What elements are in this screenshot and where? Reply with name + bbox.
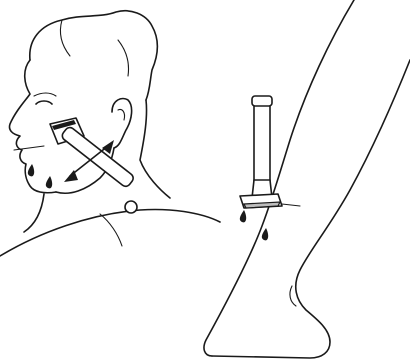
razor-icon: [240, 96, 300, 208]
face-panel: [0, 11, 220, 256]
razor-handle-top-leg: [252, 96, 272, 106]
blood-drop-icon: [240, 210, 268, 240]
collar-fold: [100, 214, 122, 246]
leg-panel: [204, 0, 410, 358]
hair-outline: [30, 11, 157, 100]
leg-back-outline: [212, 60, 410, 358]
hair-detail: [60, 20, 70, 56]
razor-icon: [50, 118, 137, 213]
ear-inner: [118, 109, 125, 120]
hair-strand: [118, 40, 129, 76]
neck-back: [140, 100, 170, 198]
eyebrow: [34, 93, 56, 96]
ear: [112, 99, 132, 149]
leg-front-outline: [204, 0, 354, 356]
shoulder: [0, 210, 220, 257]
eye: [36, 101, 52, 104]
razor-handle-cap-face: [125, 201, 137, 213]
blood-drop-icon: [28, 164, 52, 188]
razor-stroke-line: [282, 204, 300, 206]
razor-handle-leg: [254, 100, 270, 192]
neck-front: [24, 194, 44, 232]
